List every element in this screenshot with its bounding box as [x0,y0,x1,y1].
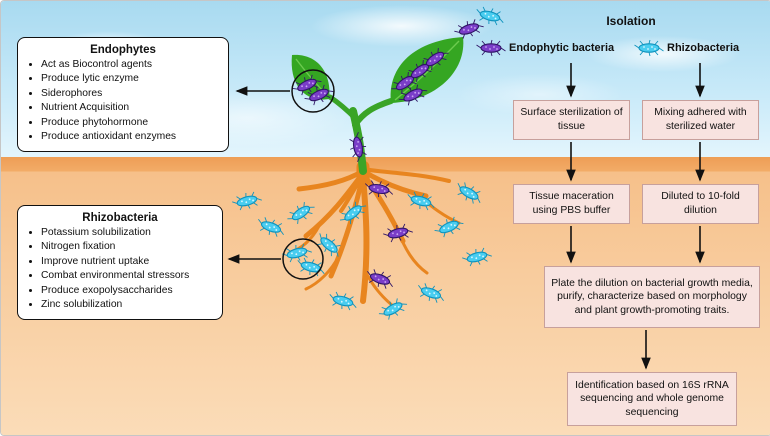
endophytes-box-title: Endophytes [90,44,156,56]
list-item: Produce phytohormone [41,116,220,130]
list-item: Nutrient Acquisition [41,101,220,115]
endophytic-bacteria-icon [475,39,507,57]
list-item: Potassium solubilization [41,226,214,240]
list-item: Produce exopolysaccharides [41,284,214,298]
list-item: Zinc solubilization [41,298,214,312]
endophytic-bacteria-legend-label: Endophytic bacteria [509,42,615,54]
rhizobacteria-legend-label: Rhizobacteria [667,42,740,54]
isolation-title: Isolation [606,14,656,28]
flow-step-plating: Plate the dilution on bacterial growth m… [544,266,760,328]
flow-step-identification: Identification based on 16S rRNA sequenc… [567,372,737,426]
endophytes-box: Endophytes Act as Biocontrol agents Prod… [17,37,229,153]
rhizobacteria-box: Rhizobacteria Potassium solubilization N… [17,205,223,321]
list-item: Siderophores [41,87,220,101]
root-highlight-circle [282,238,324,280]
endophytes-list: Act as Biocontrol agents Produce lytic e… [26,58,220,144]
rhizobacteria-icon [633,39,665,57]
list-item: Produce lytic enzyme [41,72,220,86]
rhizobacteria-list: Potassium solubilization Nitrogen fixati… [26,226,214,312]
list-item: Produce antioxidant enzymes [41,130,220,144]
flow-step-mixing: Mixing adhered with sterilized water [642,100,759,140]
flow-step-surface-sterilization: Surface sterilization of tissue [513,100,630,140]
list-item: Combat environmental stressors [41,269,214,283]
flow-step-maceration: Tissue maceration using PBS buffer [513,184,630,224]
list-item: Act as Biocontrol agents [41,58,220,72]
list-item: Nitrogen fixation [41,240,214,254]
leaf-highlight-circle [291,69,335,113]
list-item: Improve nutrient uptake [41,255,214,269]
flow-step-dilution: Diluted to 10-fold dilution [642,184,759,224]
arrows [227,63,705,370]
rhizobacteria-box-title: Rhizobacteria [82,212,158,224]
